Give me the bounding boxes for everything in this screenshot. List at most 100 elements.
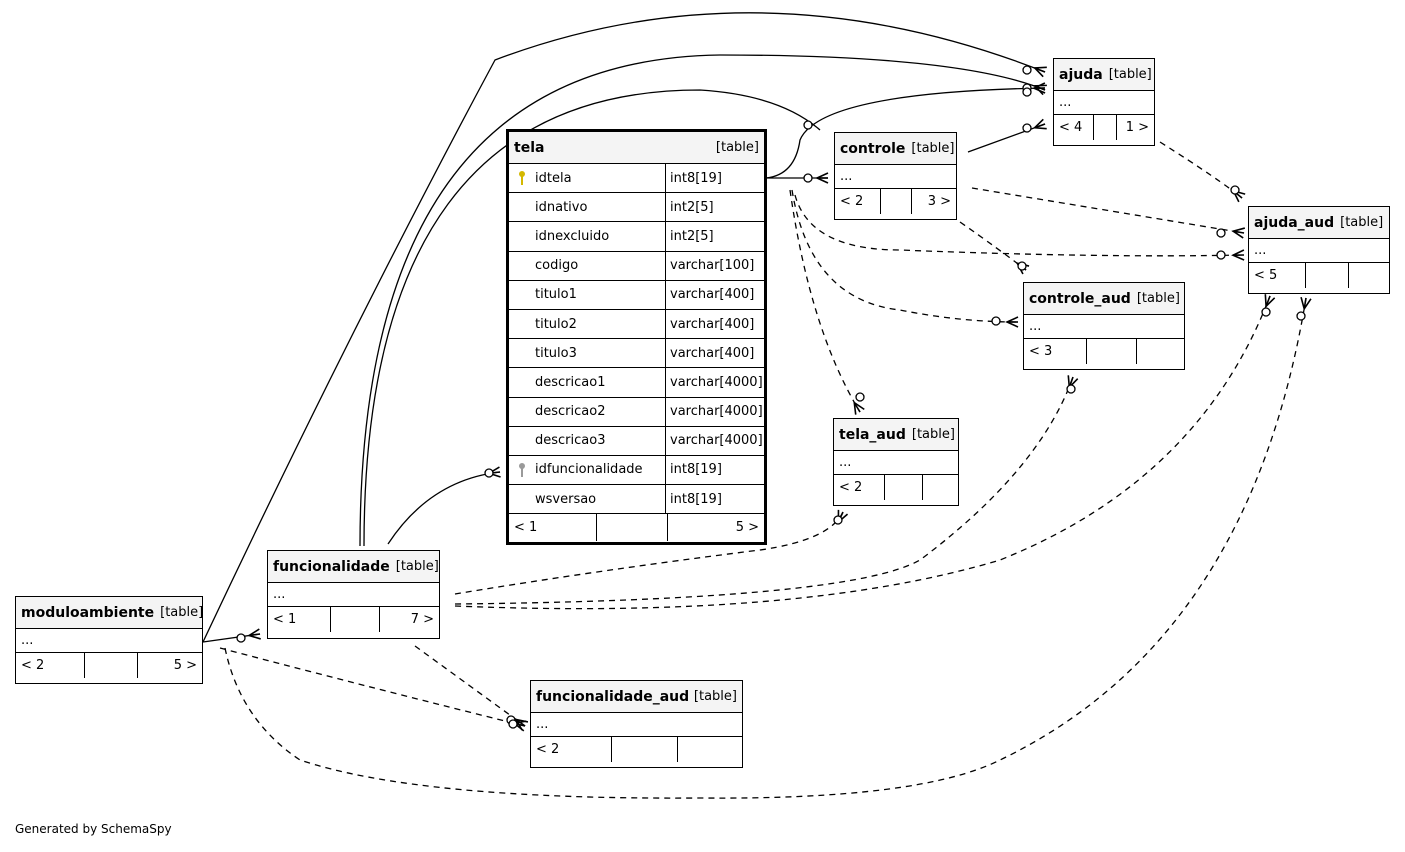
- edge-tela-ajuda_aud: [794, 194, 1245, 261]
- column-name: titulo1: [535, 287, 577, 303]
- children-count[interactable]: [677, 737, 742, 762]
- column-name-cell: descricao3: [509, 426, 666, 455]
- collapsed-columns[interactable]: ...: [1249, 239, 1389, 263]
- column-name: idfuncionalidade: [535, 462, 643, 478]
- edge-moduloambiente-funcionalidade_aud: [219, 647, 527, 732]
- collapsed-columns[interactable]: ...: [1054, 91, 1154, 115]
- children-count[interactable]: 3 >: [911, 189, 956, 214]
- collapsed-columns[interactable]: ...: [834, 451, 958, 475]
- table-name: ajuda: [1059, 66, 1103, 83]
- parents-count[interactable]: < 2: [839, 480, 863, 495]
- column-name: codigo: [535, 258, 579, 274]
- table-footer: < 2 3 >: [835, 189, 956, 214]
- table-ajuda_aud[interactable]: ajuda_aud [table] ... < 5: [1248, 206, 1390, 294]
- children-count[interactable]: 5 >: [137, 653, 202, 678]
- edge-tela-tela_aud: [789, 189, 865, 415]
- edge-tela-ajuda: [765, 82, 1046, 179]
- table-tag: [table]: [395, 559, 439, 574]
- parents-count[interactable]: < 2: [21, 658, 45, 673]
- children-count[interactable]: [1348, 263, 1389, 288]
- table-tag: [table]: [715, 140, 759, 155]
- footer-spacer: [884, 475, 922, 500]
- column-name-cell: idnexcluido: [509, 222, 666, 251]
- table-moduloambiente[interactable]: moduloambiente [table] ... < 2 5 >: [15, 596, 203, 684]
- table-tag: [table]: [1340, 215, 1384, 230]
- children-count[interactable]: [1136, 339, 1184, 364]
- table-header: tela_aud [table]: [834, 419, 958, 451]
- parents-count[interactable]: < 4: [1059, 120, 1083, 135]
- table-name: ajuda_aud: [1254, 214, 1335, 231]
- table-tela_aud[interactable]: tela_aud [table] ... < 2: [833, 418, 959, 506]
- edge-moduloambiente-funcionalidade: [202, 628, 261, 643]
- parents-count[interactable]: < 2: [840, 194, 864, 209]
- table-name: tela: [514, 139, 545, 156]
- children-count[interactable]: 5 >: [667, 514, 764, 542]
- column-name: titulo2: [535, 316, 577, 332]
- column-row[interactable]: titulo2 varchar[400]: [509, 309, 764, 340]
- footer-spacer: [1093, 115, 1116, 140]
- table-controle_aud[interactable]: controle_aud [table] ... < 3: [1023, 282, 1185, 370]
- column-type: varchar[400]: [670, 316, 755, 332]
- table-footer: < 2 5 >: [16, 653, 202, 678]
- table-funcionalidade[interactable]: funcionalidade [table] ... < 1 7 >: [267, 550, 440, 639]
- children-count[interactable]: 1 >: [1116, 115, 1154, 140]
- parents-count[interactable]: < 1: [273, 612, 297, 627]
- collapsed-columns[interactable]: ...: [531, 713, 742, 737]
- collapsed-columns[interactable]: ...: [268, 583, 439, 607]
- table-name: moduloambiente: [21, 604, 155, 621]
- edge-ajuda-ajuda_aud: [1159, 141, 1246, 203]
- column-name-cell: titulo2: [509, 309, 666, 339]
- table-funcionalidade_aud[interactable]: funcionalidade_aud [table] ... < 2: [530, 680, 743, 768]
- edge-funcionalidade-controle_aud: [454, 375, 1079, 605]
- column-name-cell: titulo3: [509, 339, 666, 368]
- column-type: varchar[4000]: [670, 433, 763, 449]
- parents-count[interactable]: < 5: [1254, 268, 1278, 283]
- table-tag: [table]: [1136, 291, 1180, 306]
- collapsed-columns[interactable]: ...: [16, 629, 202, 653]
- table-tag: [table]: [1108, 67, 1152, 82]
- table-name: controle_aud: [1029, 290, 1131, 307]
- parents-count[interactable]: < 3: [1029, 344, 1053, 359]
- children-count[interactable]: 7 >: [379, 607, 439, 632]
- column-name-cell: titulo1: [509, 280, 666, 309]
- table-tag: [table]: [693, 689, 737, 704]
- collapsed-columns[interactable]: ...: [835, 165, 956, 189]
- column-type: varchar[4000]: [670, 404, 763, 420]
- foreign-key-icon: [515, 462, 529, 478]
- column-name-cell: idfuncionalidade: [509, 455, 666, 485]
- footer-spacer: [1086, 339, 1136, 364]
- table-controle[interactable]: controle [table] ... < 2 3 >: [834, 132, 957, 220]
- table-header: moduloambiente [table]: [16, 597, 204, 629]
- column-type: int2[5]: [670, 199, 714, 215]
- column-name: titulo3: [535, 345, 577, 361]
- table-tag: [table]: [911, 427, 955, 442]
- edge-controle-controle_aud: [959, 221, 1030, 275]
- column-name-cell: descricao2: [509, 397, 666, 426]
- table-header: funcionalidade [table]: [268, 551, 439, 583]
- primary-key-icon: [515, 170, 529, 186]
- edge-funcionalidade-funcionalidade_aud: [414, 645, 529, 731]
- table-ajuda[interactable]: ajuda [table] ... < 4 1 >: [1053, 58, 1155, 146]
- collapsed-columns[interactable]: ...: [1024, 315, 1184, 339]
- edge-funcionalidade-tela_aud: [454, 509, 849, 595]
- table-tag: [table]: [911, 141, 955, 156]
- parents-count[interactable]: < 2: [536, 742, 560, 757]
- table-tag: [table]: [160, 605, 204, 620]
- table-header: ajuda [table]: [1054, 59, 1154, 91]
- children-count[interactable]: [922, 475, 958, 500]
- generated-by-credit: Generated by SchemaSpy: [15, 822, 172, 836]
- parents-count[interactable]: < 1: [514, 520, 538, 536]
- edge-funcionalidade-tela: [387, 466, 501, 545]
